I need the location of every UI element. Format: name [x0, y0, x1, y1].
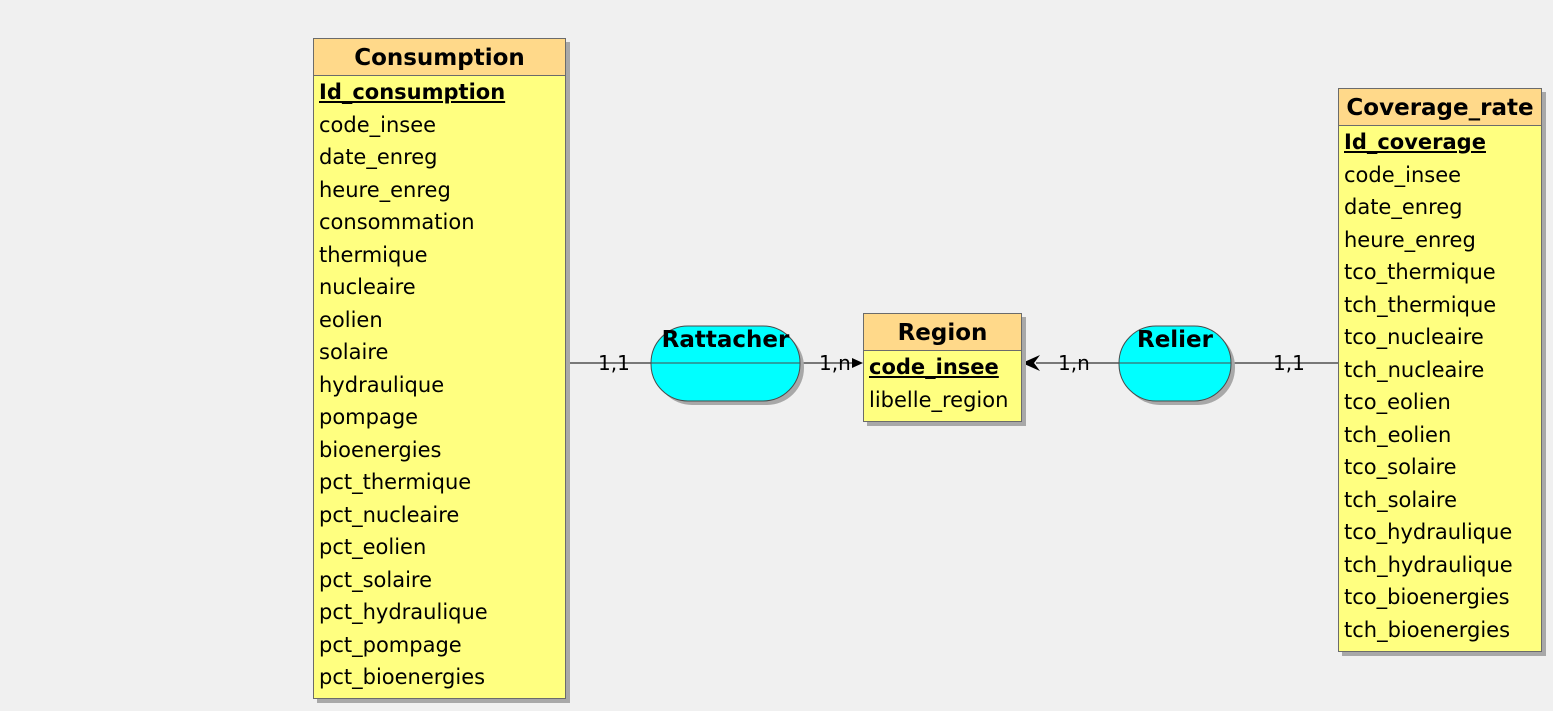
entity-attribute: eolien	[319, 307, 383, 332]
entity-attribute-list: code_insee date_enreg heure_enreg consommat…	[314, 109, 565, 694]
entity-attribute: pompage	[319, 405, 419, 429]
entity-title: Consumption	[314, 39, 565, 76]
entity-attribute-list: libelle_region	[864, 384, 1021, 417]
entity-attribute: code_insee	[1344, 162, 1462, 187]
entity-attribute: tco_nucleaire	[1344, 325, 1484, 349]
entity-attribute: nucleaire	[319, 275, 416, 299]
entity-attribute: tco_eolien	[1344, 390, 1451, 414]
entity-primary-key: Id_coverage	[1344, 130, 1486, 154]
entity-region[interactable]: Region code_insee libelle_region	[863, 313, 1022, 422]
entity-attribute: pct_thermique	[319, 470, 472, 494]
entity-attribute: tco_bioenergies	[1344, 585, 1510, 609]
cardinality-relier-region: 1,n	[1058, 351, 1090, 375]
entity-title: Coverage_rate	[1339, 89, 1541, 126]
entity-primary-key: code_insee	[869, 355, 999, 379]
entity-attribute: pct_bioenergies	[319, 665, 486, 689]
entity-attribute: heure_enreg	[319, 177, 451, 202]
entity-attribute: tch_solaire	[1344, 487, 1458, 512]
entity-attribute: bioenergies	[319, 437, 442, 462]
entity-primary-key: Id_consumption	[319, 80, 506, 104]
entity-attribute: tch_hydraulique	[1344, 552, 1513, 577]
entity-attribute: pct_hydraulique	[319, 600, 488, 624]
entity-attribute: code_insee	[319, 112, 437, 137]
entity-attribute: libelle_region	[869, 387, 1009, 412]
cardinality-relier-coverage: 1,1	[1273, 351, 1305, 375]
entity-attribute: pct_pompage	[319, 632, 462, 657]
entity-attribute: tco_solaire	[1344, 455, 1457, 479]
entity-attribute: pct_nucleaire	[319, 502, 460, 527]
cardinality-consumption-rattacher: 1,1	[598, 351, 630, 375]
entity-attribute-list: code_insee date_enreg heure_enreg tco_therm…	[1339, 159, 1541, 647]
entity-attribute: pct_eolien	[319, 535, 427, 559]
entity-attribute: date_enreg	[1344, 195, 1463, 219]
entity-attribute: thermique	[319, 242, 428, 267]
entity-attribute: pct_solaire	[319, 567, 433, 592]
entity-attribute: tch_thermique	[1344, 292, 1497, 317]
arrow-head-relier	[1022, 355, 1040, 371]
entity-attribute: consommation	[319, 210, 475, 234]
entity-attribute: heure_enreg	[1344, 227, 1476, 252]
association-relier[interactable]	[1118, 325, 1235, 405]
entity-attribute: hydraulique	[319, 372, 445, 397]
entity-attribute: tch_bioenergies	[1344, 617, 1511, 642]
entity-attribute: tch_nucleaire	[1344, 357, 1485, 382]
entity-attribute: tco_thermique	[1344, 260, 1496, 284]
entity-attribute: date_enreg	[319, 145, 438, 169]
association-rattacher[interactable]	[650, 325, 804, 405]
entity-title: Region	[864, 314, 1021, 351]
entity-attribute: solaire	[319, 340, 389, 364]
association-relier-label: Relier	[1136, 327, 1214, 353]
cardinality-rattacher-region: 1,n	[819, 351, 851, 375]
entity-attribute: tco_hydraulique	[1344, 520, 1513, 544]
association-rattacher-label: Rattacher	[661, 327, 790, 353]
entity-attribute: tch_eolien	[1344, 422, 1452, 447]
arrow-head-rattacher	[852, 358, 863, 368]
